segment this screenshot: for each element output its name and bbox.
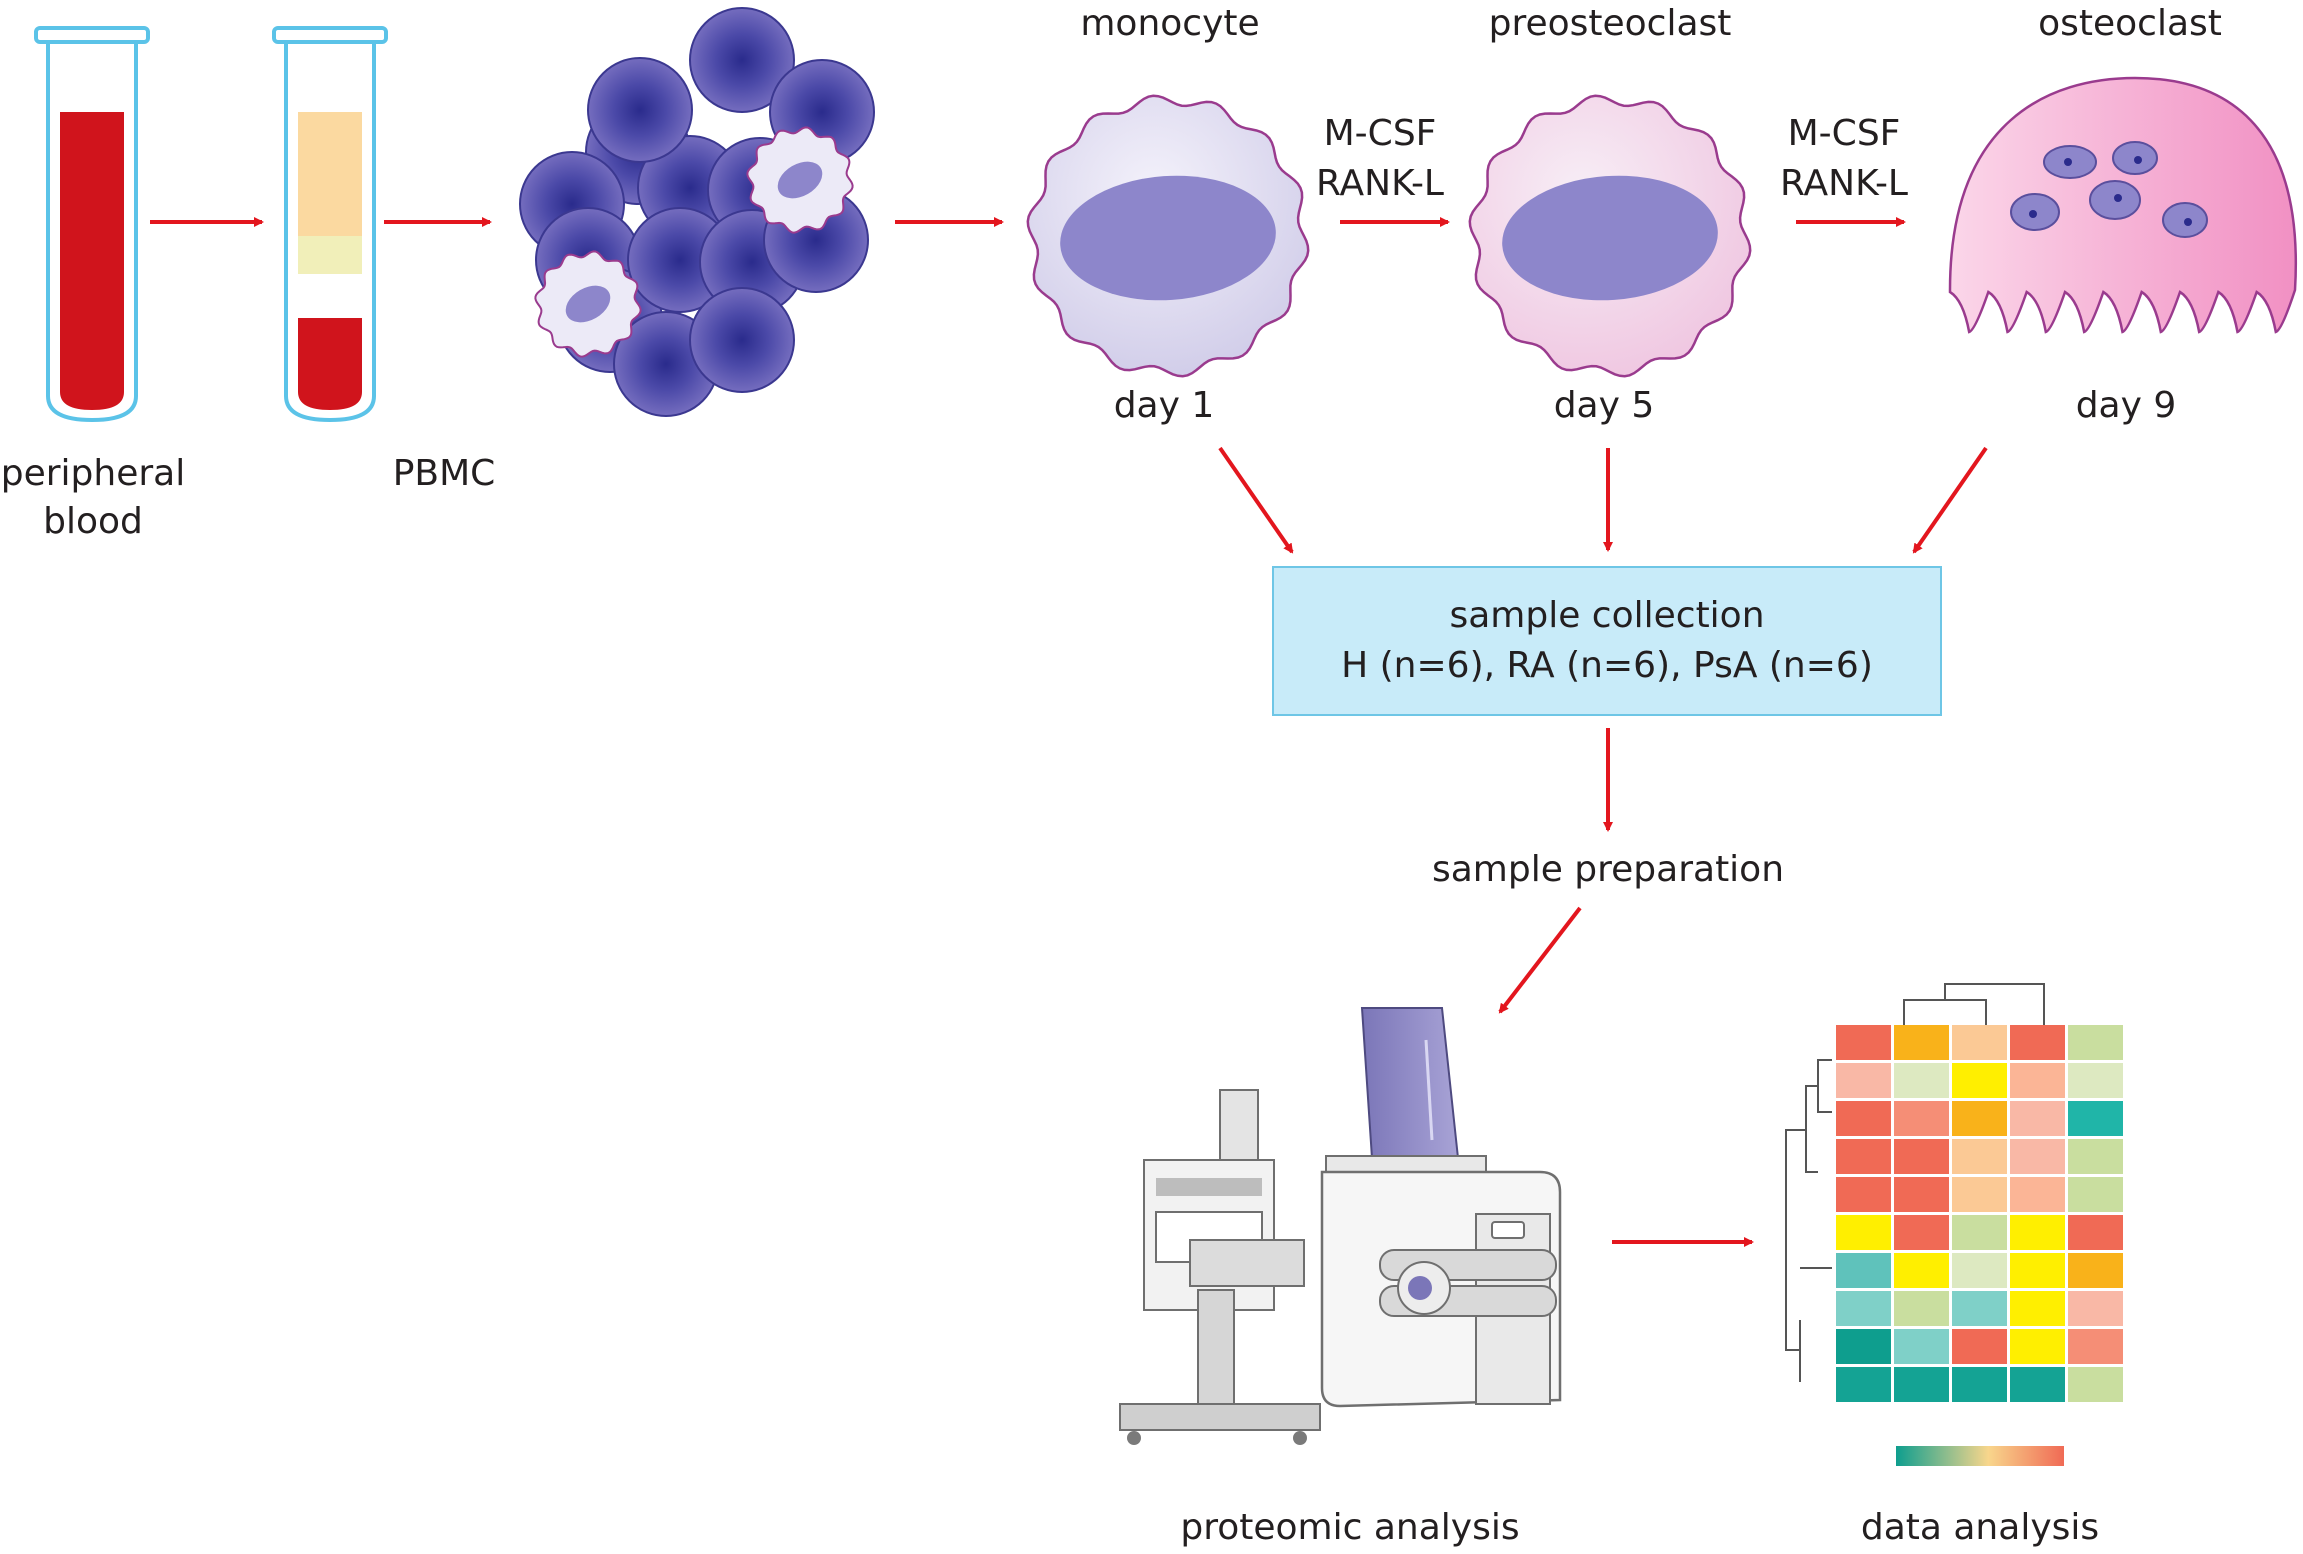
heatmap-cell	[2068, 1139, 2123, 1174]
heatmap-cell	[1952, 1215, 2007, 1250]
label-data-analysis: data analysis	[1860, 1507, 2100, 1548]
sample-collection-title: sample collection	[1449, 595, 1765, 636]
arrow	[1498, 906, 1582, 1014]
arrows	[150, 217, 1988, 1247]
pbmc-cluster-icon	[519, 7, 875, 417]
sample-collection-box: sample collection H (n=6), RA (n=6), PsA…	[1272, 566, 1942, 716]
label-peripheral-blood: peripheral blood	[0, 450, 186, 546]
pbmc-cell	[689, 7, 795, 113]
label-proteomic-analysis: proteomic analysis	[1180, 1507, 1520, 1548]
heatmap-cell	[2068, 1329, 2123, 1364]
label-day5: day 5	[1553, 385, 1655, 426]
preosteoclast-cell-icon	[1468, 94, 1752, 378]
heatmap-cell	[1894, 1291, 1949, 1326]
label-preosteoclast: preosteoclast	[1488, 3, 1732, 44]
label-monocyte: monocyte	[1080, 3, 1260, 44]
heatmap-cell	[1894, 1367, 1949, 1402]
white-cell-nucleus	[565, 285, 611, 323]
pbmc-cell	[587, 57, 693, 163]
label-rankl-1: RANK-L	[1316, 163, 1444, 204]
heatmap-cell	[2068, 1291, 2123, 1326]
label-day1: day 1	[1113, 385, 1215, 426]
heatmap-cell	[1894, 1101, 1949, 1136]
heatmap-cell	[2010, 1253, 2065, 1288]
heatmap-cell	[1836, 1177, 1891, 1212]
heatmap-cell	[2010, 1101, 2065, 1136]
heatmap-cell	[1952, 1101, 2007, 1136]
mass-spectrometer-icon	[1119, 1007, 1562, 1445]
label-mcsf-1: M-CSF	[1323, 113, 1437, 154]
label-rankl-2: RANK-L	[1780, 163, 1908, 204]
heatmap-cell	[2010, 1025, 2065, 1060]
dendrogram	[1785, 983, 2045, 1382]
color-scale-bar	[1896, 1446, 2064, 1466]
heatmap-cell	[1952, 1139, 2007, 1174]
heatmap-cell	[1836, 1253, 1891, 1288]
heatmap-cell	[2010, 1139, 2065, 1174]
heatmap-cell	[1952, 1367, 2007, 1402]
label-peripheral: peripheral	[0, 453, 186, 494]
heatmap-cell	[1952, 1291, 2007, 1326]
arrow	[1912, 446, 1988, 554]
heatmap-cell	[1836, 1025, 1891, 1060]
heatmap-cell	[2010, 1215, 2065, 1250]
heatmap-cell	[1894, 1139, 1949, 1174]
heatmap-cell	[1836, 1139, 1891, 1174]
heatmap-cell	[2068, 1367, 2123, 1402]
heatmap-cell	[2068, 1063, 2123, 1098]
heatmap-cell	[1836, 1101, 1891, 1136]
heatmap-cell	[1952, 1253, 2007, 1288]
label-day9: day 9	[2075, 385, 2177, 426]
heatmap-cell	[1952, 1177, 2007, 1212]
heatmap-cell	[2010, 1367, 2065, 1402]
osteoclast-cell-icon	[1948, 76, 2298, 334]
label-pbmc: PBMC	[392, 453, 496, 494]
heatmap-cell	[1894, 1063, 1949, 1098]
pbmc-cell	[689, 287, 795, 393]
heatmap-cell	[2010, 1177, 2065, 1212]
heatmap-cell	[1894, 1329, 1949, 1364]
heatmap-cell	[1952, 1025, 2007, 1060]
heatmap-cell	[2068, 1177, 2123, 1212]
monocyte-cell-icon	[1026, 94, 1310, 378]
heatmap-cell	[1894, 1177, 1949, 1212]
heatmap-cell	[2010, 1329, 2065, 1364]
heatmap-cell	[1952, 1329, 2007, 1364]
heatmap-cell	[2068, 1101, 2123, 1136]
heatmap-cell	[1836, 1215, 1891, 1250]
heatmap-cell	[1836, 1063, 1891, 1098]
label-mcsf-2: M-CSF	[1787, 113, 1901, 154]
heatmap-cell	[2010, 1291, 2065, 1326]
arrow	[1218, 446, 1294, 554]
heatmap-cell	[2010, 1063, 2065, 1098]
separated-tube	[272, 26, 388, 423]
label-sample-preparation: sample preparation	[1431, 849, 1785, 890]
heatmap-cell	[1894, 1025, 1949, 1060]
white-cell-nucleus	[777, 161, 823, 199]
sample-collection-groups: H (n=6), RA (n=6), PsA (n=6)	[1341, 645, 1873, 686]
heatmap-cell	[1836, 1329, 1891, 1364]
heatmap-cell	[1836, 1291, 1891, 1326]
heatmap-cell	[1894, 1215, 1949, 1250]
heatmap-cell	[2068, 1253, 2123, 1288]
heatmap-cell	[1952, 1063, 2007, 1098]
label-osteoclast: osteoclast	[2038, 3, 2222, 44]
heatmap-cell	[1836, 1367, 1891, 1402]
heatmap-icon	[1785, 983, 2123, 1466]
label-blood: blood	[43, 501, 143, 542]
heatmap-cell	[2068, 1215, 2123, 1250]
heatmap-cell	[2068, 1025, 2123, 1060]
heatmap-cell	[1894, 1253, 1949, 1288]
blood-tube	[34, 26, 150, 423]
